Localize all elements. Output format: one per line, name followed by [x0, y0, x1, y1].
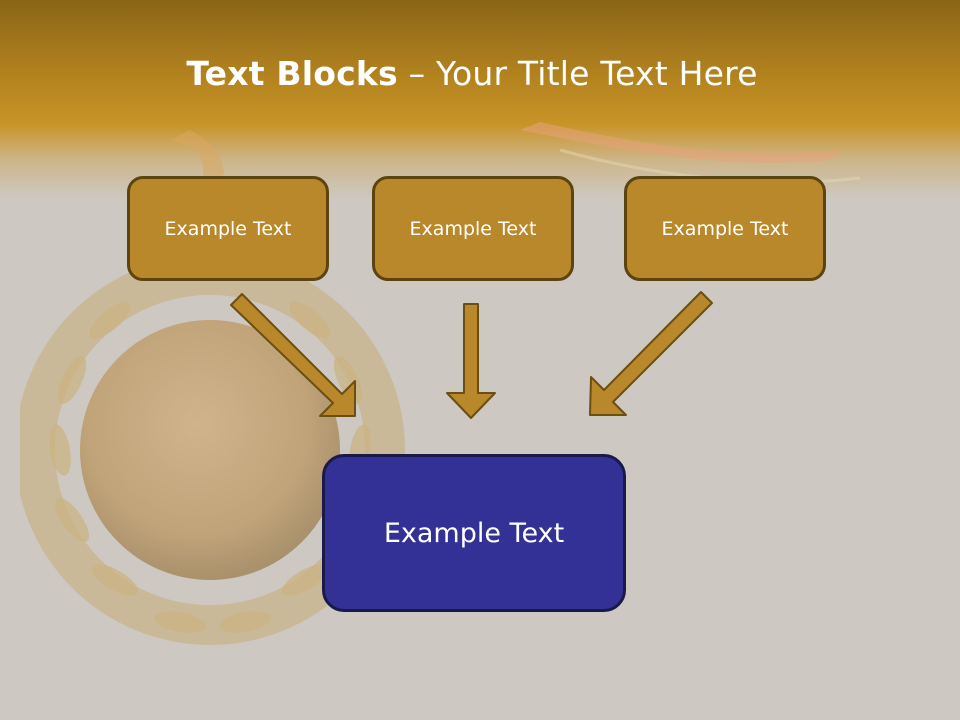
text-block-3[interactable]: Example Text [624, 176, 826, 281]
arrow-down-icon [589, 291, 713, 416]
title-rest: Your Title Text Here [436, 54, 758, 93]
text-block-2[interactable]: Example Text [372, 176, 574, 281]
arrow-down-icon [446, 303, 496, 419]
target-text-block[interactable]: Example Text [322, 454, 626, 612]
gold-medal-icon [20, 255, 405, 645]
header-band [0, 0, 960, 200]
title-bold: Text Blocks [186, 54, 398, 93]
text-block-2-label: Example Text [409, 217, 537, 240]
text-block-1[interactable]: Example Text [127, 176, 329, 281]
slide-title: Text Blocks – Your Title Text Here [0, 54, 944, 93]
text-block-1-label: Example Text [164, 217, 292, 240]
target-text-block-label: Example Text [383, 517, 565, 549]
title-dash: – [408, 54, 426, 93]
text-block-3-label: Example Text [661, 217, 789, 240]
arrow-down-icon [230, 293, 356, 417]
